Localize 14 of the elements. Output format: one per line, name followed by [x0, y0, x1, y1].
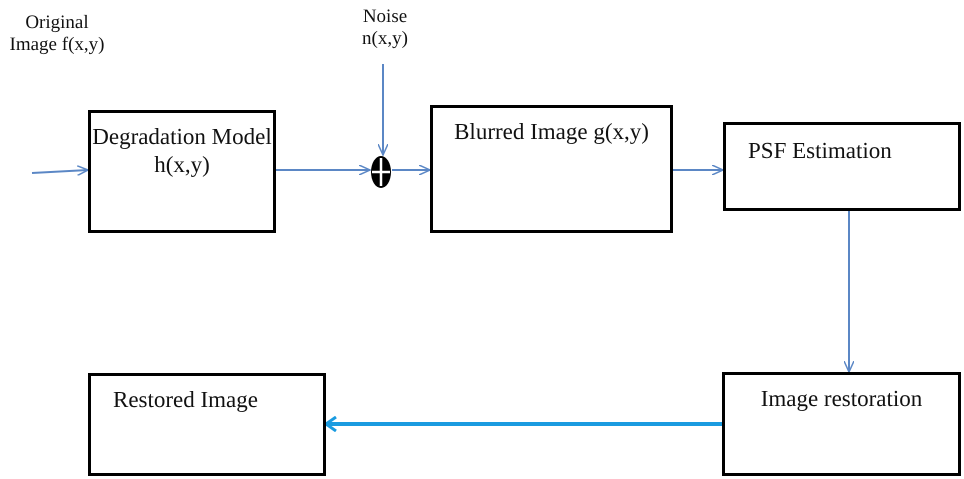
arrow — [324, 416, 722, 432]
arrow — [276, 164, 371, 176]
image-restoration-box: Image restoration — [722, 372, 961, 476]
input-label: Original Image f(x,y) — [8, 12, 106, 56]
psf-estimation-box: PSF Estimation — [723, 122, 961, 211]
restored-image-box: Restored Image — [88, 373, 326, 476]
blurred-image-box: Blurred Image g(x,y) — [430, 105, 673, 233]
arrow — [673, 164, 724, 176]
degradation-model-box: Degradation Model h(x,y) — [88, 110, 276, 233]
arrow — [32, 164, 89, 176]
arrow — [392, 164, 431, 176]
arrow — [843, 211, 855, 373]
arrow — [377, 64, 389, 156]
noise-label: Noise n(x,y) — [345, 6, 425, 62]
